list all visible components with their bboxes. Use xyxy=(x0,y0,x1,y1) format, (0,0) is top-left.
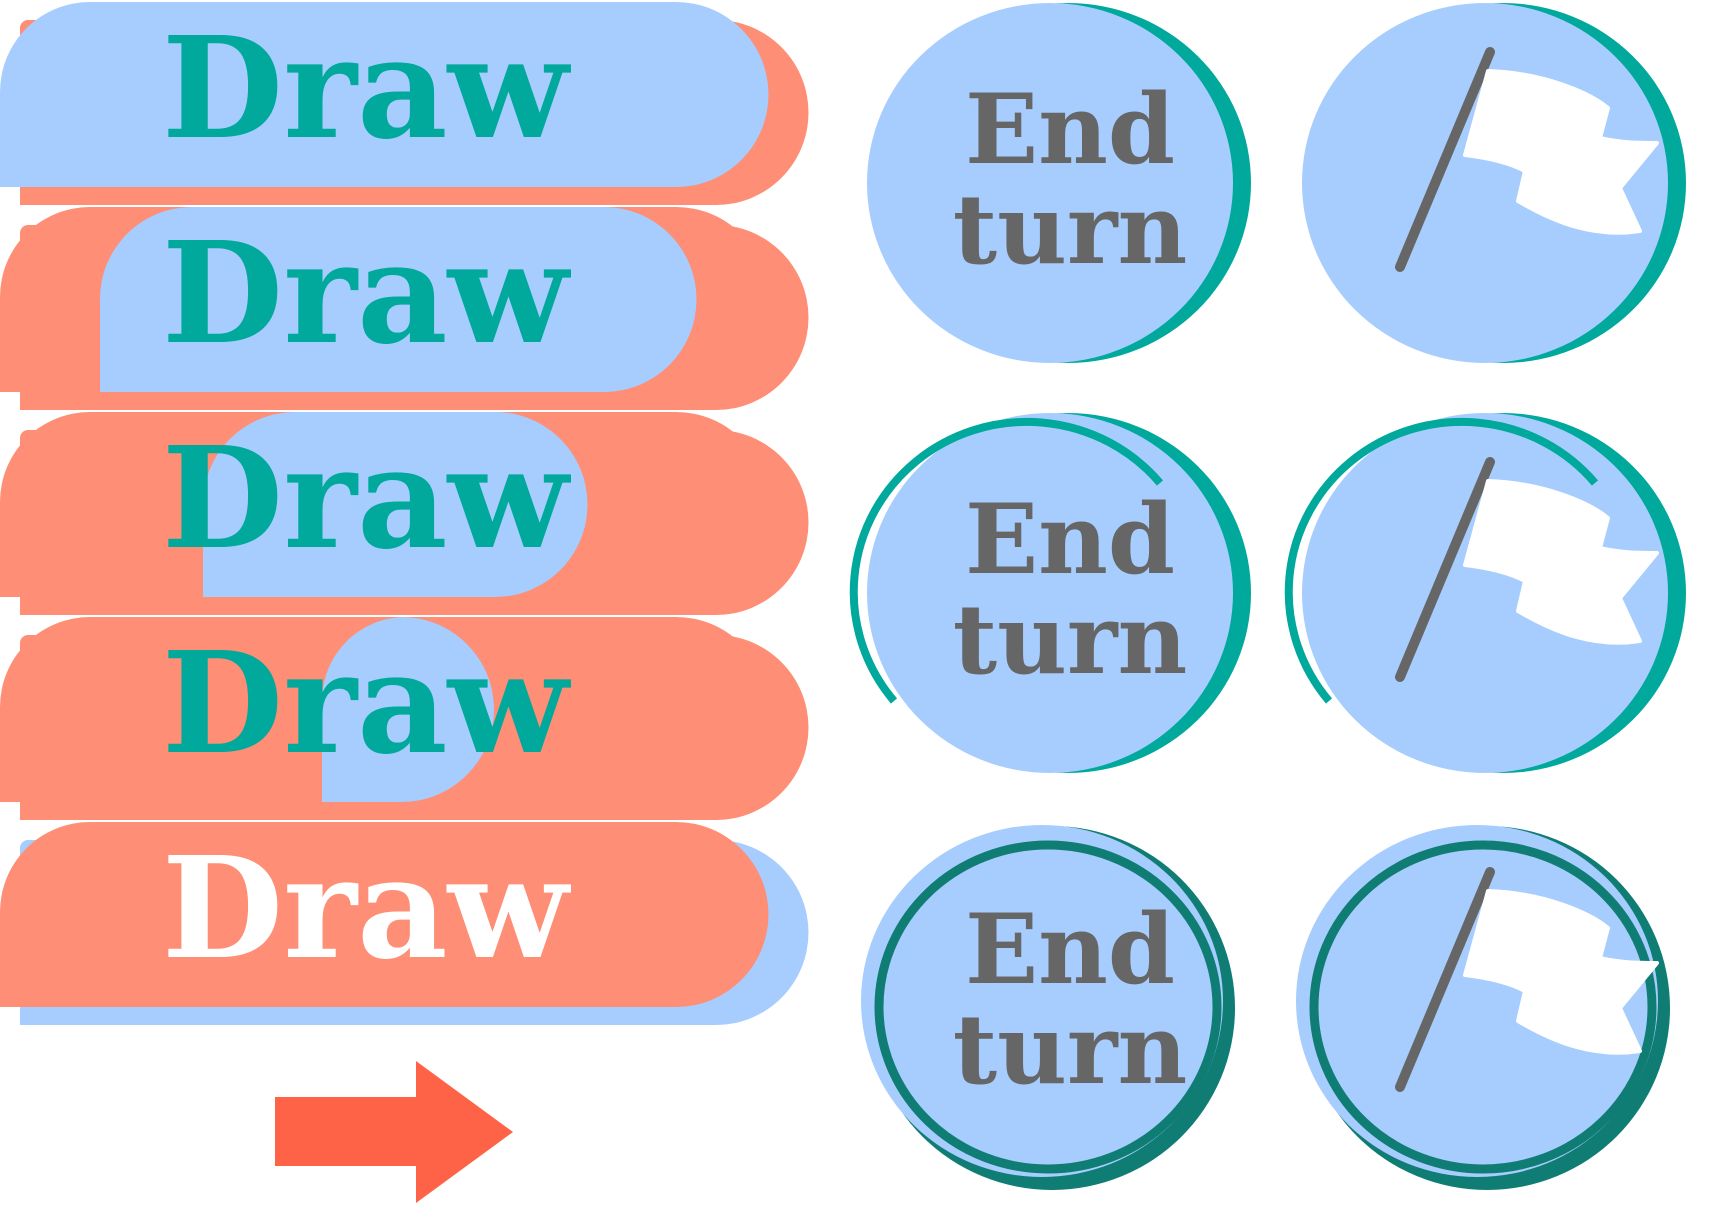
draw-button-label: Draw xyxy=(162,622,572,786)
end-turn-button-face xyxy=(867,3,1233,363)
end-turn-label-line2: turn xyxy=(953,993,1188,1106)
draw-button[interactable]: Draw xyxy=(0,412,809,615)
flag-buttons-column xyxy=(1284,3,1686,1190)
draw-button-label: Draw xyxy=(162,212,572,376)
surrender-flag-button[interactable] xyxy=(1302,3,1686,363)
end-turn-button-face xyxy=(867,413,1233,773)
end-turn-button-outer xyxy=(861,825,1223,1177)
end-turn-button-inner-ring xyxy=(874,840,1222,1174)
draw-button[interactable]: Draw xyxy=(0,617,809,820)
draw-button-label: Draw xyxy=(162,7,572,171)
white-flag-icon xyxy=(1395,47,1659,272)
surrender-flag-button-hover-arc xyxy=(1284,417,1599,704)
draw-button[interactable]: Draw xyxy=(0,207,809,410)
end-turn-label-line1: End xyxy=(965,73,1175,186)
draw-button-label: Draw xyxy=(162,827,572,991)
draw-button-face xyxy=(0,822,769,1007)
white-flag-icon xyxy=(1395,457,1659,682)
end-turn-label-line2: turn xyxy=(953,173,1188,286)
end-turn-button-hover-arc xyxy=(849,417,1164,704)
surrender-flag-button[interactable] xyxy=(1296,825,1670,1190)
draw-button-progress-fill xyxy=(100,207,697,392)
draw-button[interactable]: Draw xyxy=(0,2,809,205)
draw-button-progress-fill xyxy=(322,617,494,802)
draw-button[interactable]: Draw xyxy=(0,822,809,1025)
white-flag-icon xyxy=(1395,867,1659,1092)
right-arrow-icon xyxy=(275,1061,513,1203)
end-turn-label-line1: End xyxy=(965,483,1175,596)
end-turn-label-line1: End xyxy=(965,893,1175,1006)
draw-button-face xyxy=(0,2,769,187)
end-turn-label-line2: turn xyxy=(953,583,1188,696)
draw-button-label: Draw xyxy=(162,417,572,581)
surrender-flag-button-inner-ring xyxy=(1309,840,1657,1174)
draw-button-progress-fill xyxy=(203,412,588,597)
surrender-flag-button[interactable] xyxy=(1284,413,1686,773)
